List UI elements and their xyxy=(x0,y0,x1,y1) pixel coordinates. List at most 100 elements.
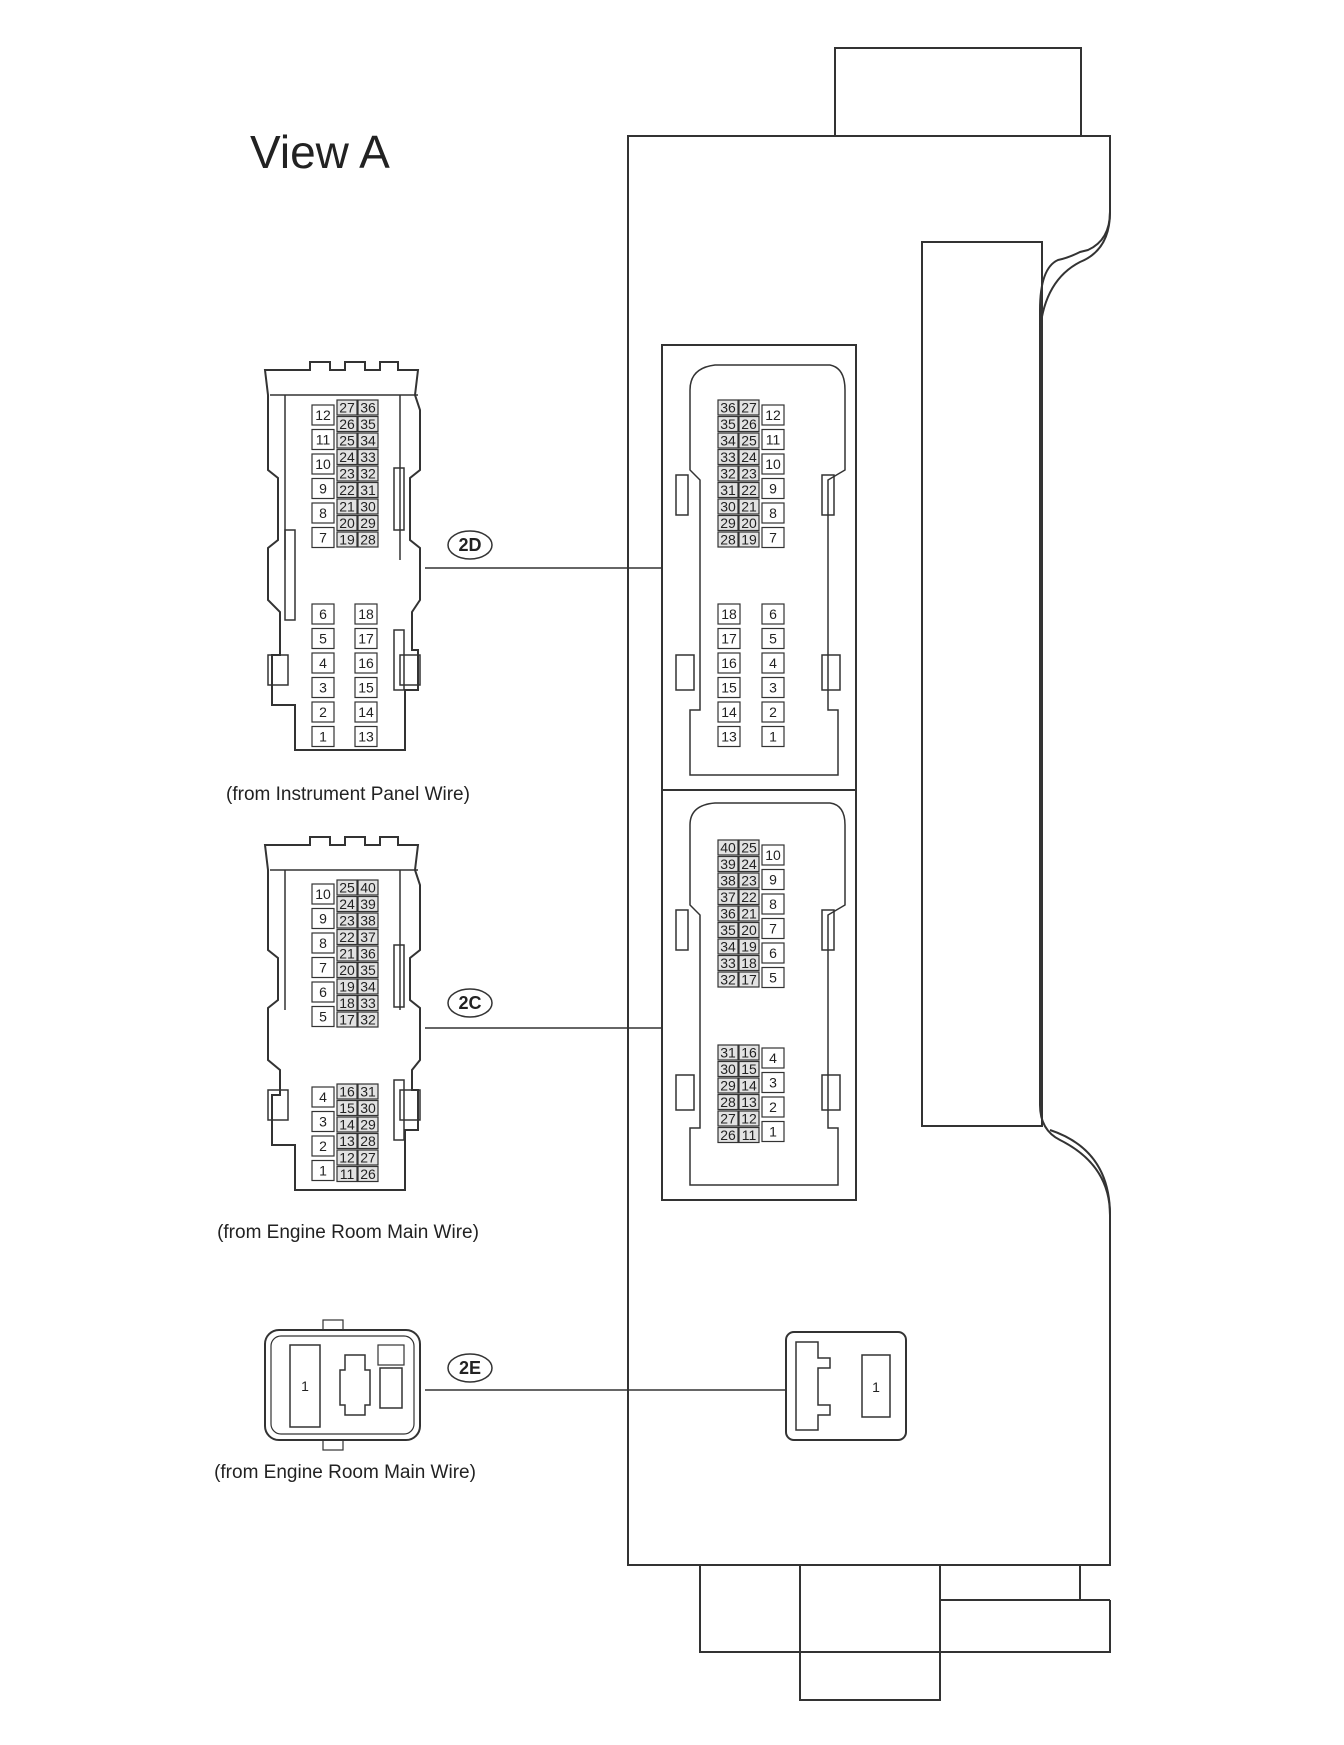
l2c-pin-box-17 xyxy=(336,1011,358,1028)
r2c-pin-box-18 xyxy=(738,954,760,972)
l2d-pin-box-9 xyxy=(311,477,335,500)
l2d-pin-box-6 xyxy=(311,603,335,625)
l2c-pin-box-11 xyxy=(336,1165,358,1183)
r2d-pin-box-13 xyxy=(717,725,741,748)
r2c-pin-box-30 xyxy=(717,1060,739,1078)
l2d-pin-box-14 xyxy=(354,701,378,723)
l2d-pin-box-12 xyxy=(311,404,335,426)
r2d-pin-11: 11 xyxy=(766,432,781,448)
r2c-pin-10: 10 xyxy=(765,847,781,863)
r2c-pin-box-32 xyxy=(717,971,739,988)
r2c-pin-25: 25 xyxy=(741,840,757,856)
r2c-pin-box-29 xyxy=(717,1077,739,1094)
r2d-pin-box-16 xyxy=(717,652,741,674)
l2d-pin-box-7 xyxy=(311,526,335,549)
l2c-pin-box-5 xyxy=(311,1005,335,1028)
l2d-pin-24: 24 xyxy=(339,449,355,465)
l2d-pin-22: 22 xyxy=(339,482,355,498)
r2d-pin-box-12 xyxy=(761,404,785,426)
r2d-pin-box-7 xyxy=(761,526,785,549)
l2c-pin-box-7 xyxy=(311,956,335,979)
callout-2c-label: 2C xyxy=(458,993,481,1013)
l2d-pin-16: 16 xyxy=(358,655,374,671)
l2d-pin-11: 11 xyxy=(316,432,331,448)
r2d-pin-box-35 xyxy=(717,415,739,433)
r2c-pin-box-23 xyxy=(738,872,760,889)
r2d-pin-15: 15 xyxy=(721,680,737,696)
r2c-pin-33: 33 xyxy=(720,955,736,971)
r2d-pin-3: 3 xyxy=(769,680,777,696)
left-connector-2d-pins: 1211109872726252423222120193635343332313… xyxy=(311,399,379,748)
r2d-pin-5: 5 xyxy=(769,631,777,647)
r2d-pin-18: 18 xyxy=(721,606,737,622)
l2c-pin-box-32 xyxy=(357,1011,379,1028)
l2d-pin-28: 28 xyxy=(360,532,376,548)
r2c-pin-box-28 xyxy=(717,1093,739,1111)
r2d-pin-21: 21 xyxy=(741,499,757,515)
r2d-pin-34: 34 xyxy=(720,433,736,449)
l2d-pin-32: 32 xyxy=(360,466,376,482)
r2d-pin-box-29 xyxy=(717,514,739,532)
r2d-pin-2: 2 xyxy=(769,704,777,720)
r2d-pin-31: 31 xyxy=(720,482,736,498)
l2d-pin-27: 27 xyxy=(339,400,355,416)
r2c-pin-38: 38 xyxy=(720,873,736,889)
l2c-pin-box-23 xyxy=(336,912,358,929)
l2c-pin-box-4 xyxy=(311,1086,335,1108)
r2c-pin-box-2 xyxy=(761,1096,785,1118)
l2c-pin-2: 2 xyxy=(319,1138,327,1154)
l2d-pin-23: 23 xyxy=(339,466,355,482)
l2c-pin-7: 7 xyxy=(319,960,327,976)
l2d-pin-box-29 xyxy=(357,514,379,532)
r2c-pin-28: 28 xyxy=(720,1094,736,1110)
r2d-pin-17: 17 xyxy=(721,631,737,647)
r2d-pin-box-10 xyxy=(761,453,785,475)
r2c-pin-box-9 xyxy=(761,868,785,891)
l2c-pin-box-33 xyxy=(357,994,379,1012)
r2d-pin-20: 20 xyxy=(741,515,757,531)
r2d-pin-22: 22 xyxy=(741,482,757,498)
l2c-pin-25: 25 xyxy=(339,880,355,896)
right-2e-pin-1: 1 xyxy=(872,1379,880,1395)
r2d-pin-box-28 xyxy=(717,531,739,548)
l2c-pin-box-6 xyxy=(311,981,335,1003)
r2c-pin-box-5 xyxy=(761,966,785,989)
l2d-pin-29: 29 xyxy=(360,515,376,531)
l2c-pin-box-10 xyxy=(311,883,335,905)
r2d-pin-box-14 xyxy=(717,701,741,723)
r2d-pin-9: 9 xyxy=(769,481,777,497)
r2d-pin-36: 36 xyxy=(720,400,736,416)
l2d-pin-box-3 xyxy=(311,676,335,699)
l2d-pin-26: 26 xyxy=(339,416,355,432)
l2c-pin-box-26 xyxy=(357,1165,379,1183)
caption-2c: (from Engine Room Main Wire) xyxy=(217,1222,479,1243)
l2c-pin-box-19 xyxy=(336,978,358,995)
r2d-pin-box-2 xyxy=(761,701,785,723)
l2c-pin-5: 5 xyxy=(319,1009,327,1025)
l2c-pin-6: 6 xyxy=(319,984,327,1000)
l2d-pin-box-1 xyxy=(311,725,335,748)
l2d-pin-box-36 xyxy=(357,399,379,416)
l2d-pin-box-16 xyxy=(354,652,378,674)
r2c-pin-box-39 xyxy=(717,855,739,873)
r2c-pin-5: 5 xyxy=(769,970,777,986)
l2c-pin-box-37 xyxy=(357,928,379,946)
r2d-pin-4: 4 xyxy=(769,655,777,671)
l2c-pin-box-25 xyxy=(336,879,358,896)
r2d-pin-box-8 xyxy=(761,502,785,524)
r2c-pin-7: 7 xyxy=(769,921,777,937)
l2c-pin-39: 39 xyxy=(360,896,376,912)
r2d-pin-box-1 xyxy=(761,725,785,748)
l2c-pin-box-36 xyxy=(357,945,379,962)
r2d-pin-23: 23 xyxy=(741,466,757,482)
r2c-pin-box-20 xyxy=(738,921,760,939)
r2d-pin-box-20 xyxy=(738,514,760,532)
l2c-pin-12: 12 xyxy=(339,1150,355,1166)
l2c-pin-box-16 xyxy=(336,1083,358,1100)
r2c-pin-3: 3 xyxy=(769,1075,777,1091)
r2c-pin-box-40 xyxy=(717,839,739,856)
l2d-pin-36: 36 xyxy=(360,400,376,416)
l2d-pin-20: 20 xyxy=(339,515,355,531)
l2d-pin-box-24 xyxy=(336,448,358,466)
r2c-pin-22: 22 xyxy=(741,889,757,905)
